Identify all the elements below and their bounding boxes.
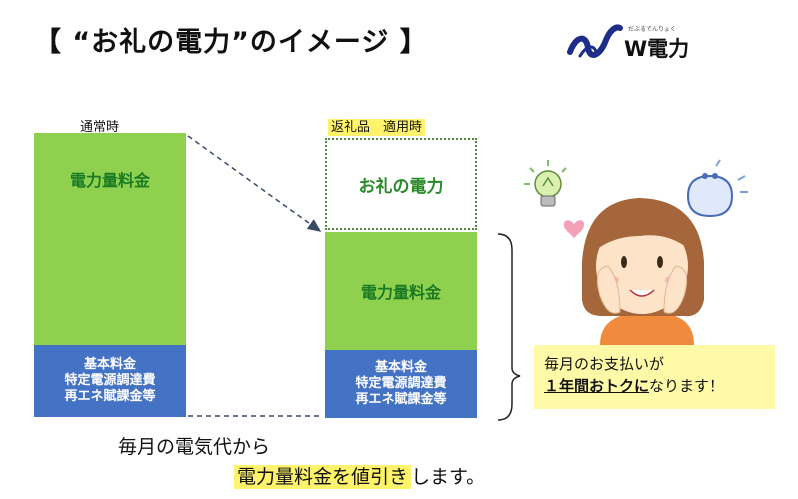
bottom-line-2-rest: します。 <box>411 466 486 488</box>
logo-ruby: だぶるでんりょく <box>628 26 677 33</box>
applied-label-wrap: 返礼品 適用時 <box>328 116 426 136</box>
bottom-line-2-highlight: 電力量料金を値引き <box>234 465 412 489</box>
left-energy-charge-label: 電力量料金 <box>69 171 150 190</box>
right-energy-charge-box: 電力量料金 <box>325 232 477 350</box>
brand-logo: だぶるでんりょく W電力 <box>566 22 716 66</box>
shift-arrow <box>187 135 322 232</box>
normal-label: 通常時 <box>80 120 120 135</box>
callout-line-1: 毎月のお支払いが <box>544 355 665 373</box>
right-base-line-3: 再エネ賦課金等 <box>355 392 447 407</box>
thanks-power-label: お礼の電力 <box>358 176 444 197</box>
coin-purse-icon <box>686 159 748 218</box>
applied-label: 返礼品 適用時 <box>328 119 426 136</box>
bottom-line-2: 電力量料金を値引きします。 <box>234 462 485 489</box>
savings-callout: 毎月のお支払いが １年間おトクになります！ <box>534 345 775 409</box>
left-energy-charge-box: 電力量料金 <box>34 133 186 345</box>
heart-icon <box>563 220 585 238</box>
left-base-line-2: 特定電源調達費 <box>64 373 156 388</box>
logo-mark-icon <box>567 24 623 58</box>
right-energy-charge-label: 電力量料金 <box>360 283 441 302</box>
left-base-line-3: 再エネ賦課金等 <box>64 389 156 404</box>
thanks-power-box: お礼の電力 <box>325 138 477 230</box>
right-base-charge-box: 基本料金 特定電源調達費 再エネ賦課金等 <box>325 350 477 418</box>
right-base-line-2: 特定電源調達費 <box>355 376 447 391</box>
right-base-line-1: 基本料金 <box>374 360 427 375</box>
smiling-girl-illustration <box>582 198 704 345</box>
callout-emphasis: １年間おトクに <box>544 377 650 395</box>
lightbulb-icon <box>524 160 567 207</box>
callout-line-2-rest: なります！ <box>649 377 725 395</box>
bottom-line-1: 毎月の電気代から <box>118 436 271 458</box>
logo-text: W電力 <box>624 37 690 61</box>
callout-line-2: １年間おトクになります！ <box>544 375 765 397</box>
left-base-charge-box: 基本料金 特定電源調達費 再エネ賦課金等 <box>34 345 186 417</box>
page-title: 【 “お礼の電力”のイメージ 】 <box>34 27 428 58</box>
left-base-line-1: 基本料金 <box>83 357 136 372</box>
bracket <box>497 233 521 421</box>
